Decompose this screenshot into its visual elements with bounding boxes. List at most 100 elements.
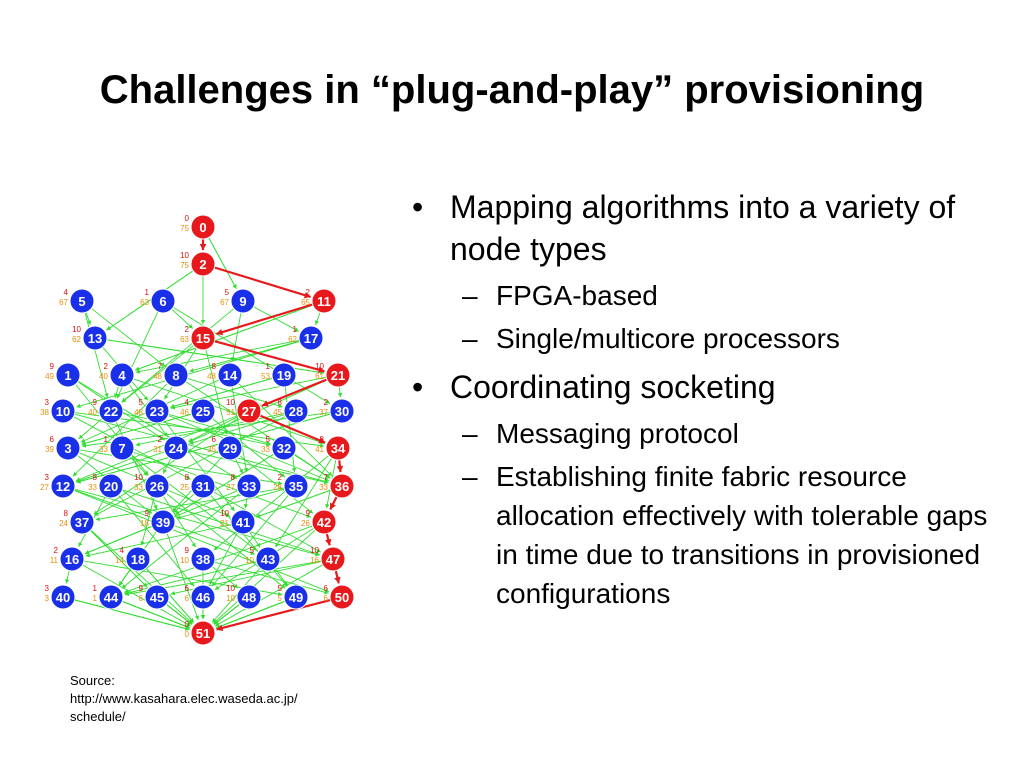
task-node-level: 28 <box>273 483 282 492</box>
dependency-edge-arrow <box>170 405 176 410</box>
dependency-edge <box>253 306 299 332</box>
critical-path-edge <box>216 303 313 335</box>
dependency-edge <box>209 532 238 585</box>
task-node-circle <box>311 509 337 535</box>
critical-path-edge <box>214 266 311 298</box>
dependency-edge <box>81 413 192 445</box>
sub-bullet-item: – FPGA-based <box>462 280 658 311</box>
task-node-cost: 7 <box>158 362 163 371</box>
dependency-edge <box>173 493 195 513</box>
dependency-edge-arrow <box>189 618 194 623</box>
task-node-level: 27 <box>226 483 235 492</box>
task-node-level: 26 <box>301 519 310 528</box>
task-node-circle <box>190 584 216 610</box>
dependency-edge <box>133 378 325 444</box>
slide-title: Challenges in “plug-and-play” provisioni… <box>99 68 925 112</box>
dependency-edge-arrow <box>164 394 169 400</box>
dependency-edge-arrow <box>200 615 206 619</box>
task-node-level: 63 <box>180 335 189 344</box>
dependency-edge <box>231 312 242 362</box>
task-node-id: 42 <box>317 515 331 530</box>
task-node-cost: 8 <box>231 473 236 482</box>
dependency-edge-arrow <box>76 403 81 409</box>
dependency-edge <box>213 529 316 624</box>
dependency-edge <box>121 345 194 403</box>
task-node-cost: 2 <box>104 362 109 371</box>
critical-path-edge-arrow <box>303 291 311 299</box>
task-node-id: 43 <box>261 552 275 567</box>
task-node-cost: 2 <box>185 325 190 334</box>
task-node-id: 1 <box>64 368 71 383</box>
task-node-level: 62 <box>288 335 297 344</box>
task-node-cost: 3 <box>45 398 50 407</box>
dependency-edge <box>76 413 331 483</box>
dependency-edge <box>84 312 108 398</box>
task-node-id: 18 <box>131 552 145 567</box>
dependency-edge <box>135 413 285 446</box>
task-node-id: 5 <box>78 294 85 309</box>
task-node-level: 63 <box>140 298 149 307</box>
task-node-id: 35 <box>289 479 303 494</box>
task-node-level: 33 <box>134 483 143 492</box>
task-node-circle <box>283 473 309 499</box>
task-node-id: 2 <box>199 257 206 272</box>
dependency-edge-arrow <box>324 590 329 595</box>
critical-path-edge-arrow <box>325 538 332 546</box>
dependency-edge-arrow <box>325 399 331 404</box>
sub-bullet-item: – Messaging protocol <box>462 418 739 449</box>
task-node-id: 16 <box>65 552 79 567</box>
task-node-cost: 10 <box>310 546 319 555</box>
task-node-level: 6 <box>185 594 190 603</box>
task-node-cost: 6 <box>324 584 329 593</box>
task-node-circle <box>144 398 170 424</box>
dependency-edge <box>124 561 257 595</box>
task-node-id: 37 <box>75 515 89 530</box>
task-node-id: 32 <box>277 441 291 456</box>
critical-path-edge-arrow <box>329 502 336 510</box>
task-node-id: 11 <box>317 294 331 309</box>
dependency-edge-arrow <box>243 467 249 473</box>
dependency-edge <box>239 455 314 514</box>
task-node-id: 28 <box>289 404 303 419</box>
task-node-cost: 9 <box>93 398 98 407</box>
dependency-edge <box>84 526 153 555</box>
task-node-id: 25 <box>196 404 210 419</box>
dependency-edge <box>141 497 155 546</box>
task-node-circle <box>98 473 124 499</box>
dependency-edge <box>94 416 286 516</box>
dependency-edge-arrow <box>135 442 141 447</box>
task-node-id: 44 <box>104 590 119 605</box>
critical-path-edge-arrow <box>261 400 269 407</box>
task-node-cost: 10 <box>72 325 81 334</box>
dependency-edge-arrow <box>212 618 217 623</box>
dependency-edge <box>75 415 239 482</box>
dependency-edge-arrow <box>324 477 330 482</box>
dependency-edge-arrow <box>250 550 255 556</box>
dependency-edge-arrow <box>188 437 194 442</box>
task-node-id: 20 <box>104 479 118 494</box>
task-node-id: 8 <box>172 368 179 383</box>
task-node-circle <box>190 473 216 499</box>
task-node-level: 18 <box>140 519 149 528</box>
dependency-edge-arrow <box>213 545 219 551</box>
task-node-id: 38 <box>196 552 210 567</box>
task-node-circle <box>217 435 243 461</box>
task-node-cost: 2 <box>278 473 283 482</box>
dependency-edge-arrow <box>84 550 90 555</box>
dependency-edge <box>171 308 194 329</box>
bullet-item: • Mapping algorithms into a variety of n… <box>412 189 956 267</box>
dependency-edge <box>166 493 286 589</box>
task-node-circle <box>190 325 216 351</box>
dependency-edge <box>170 377 273 408</box>
task-node-level: 11 <box>50 556 59 565</box>
dependency-edge-arrow <box>153 504 158 510</box>
task-node-circle <box>50 584 76 610</box>
task-node-cost: 0 <box>185 214 190 223</box>
dependency-edge-arrow <box>316 548 321 553</box>
dependency-edge-arrow <box>189 368 194 373</box>
task-node-cost: 8 <box>185 473 190 482</box>
